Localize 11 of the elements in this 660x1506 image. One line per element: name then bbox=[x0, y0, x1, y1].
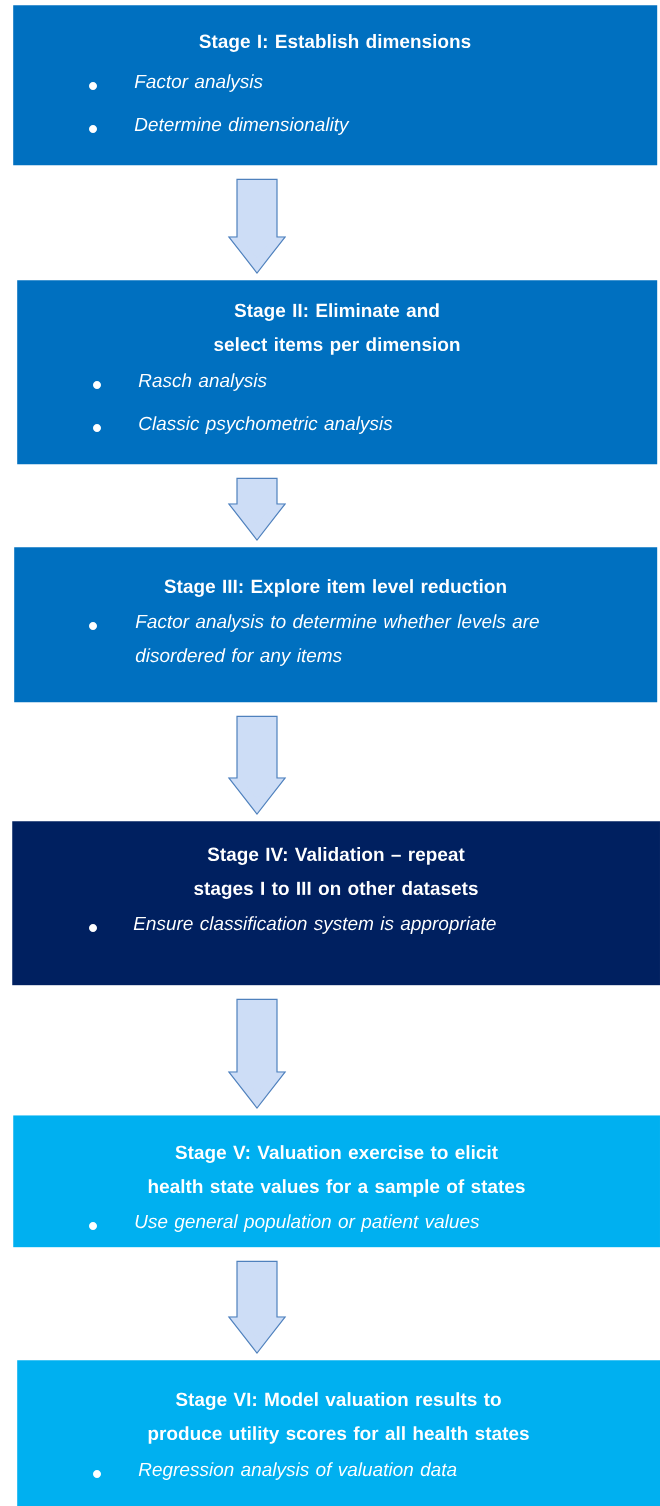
stage-box: Stage VI: Model valuation results to produce utility scores for all health states Regression analysis of valuation data bbox=[17, 1360, 660, 1506]
block-arrow bbox=[227, 477, 287, 541]
block-arrow bbox=[227, 998, 287, 1109]
stage-box: Stage I: Establish dimensions Factor analysis Determine dimensionality bbox=[13, 5, 658, 166]
block-arrow bbox=[227, 178, 287, 274]
block-arrow bbox=[227, 715, 287, 815]
stage-box: Stage II: Eliminate and select items per dimension Rasch analysis Classic psychometric analysis bbox=[17, 280, 658, 465]
stage-box: Stage III: Explore item level reduction Factor analysis to determine whether levels are disordered for any items bbox=[14, 547, 658, 703]
stage-box: Stage IV: Validation – repeat stages I to III on other datasets Ensure classification system is appropriate bbox=[12, 821, 660, 986]
stage-box: Stage V: Valuation exercise to elicit health state values for a sample of states Use general population or patient values bbox=[13, 1115, 660, 1248]
block-arrow bbox=[227, 1260, 287, 1354]
